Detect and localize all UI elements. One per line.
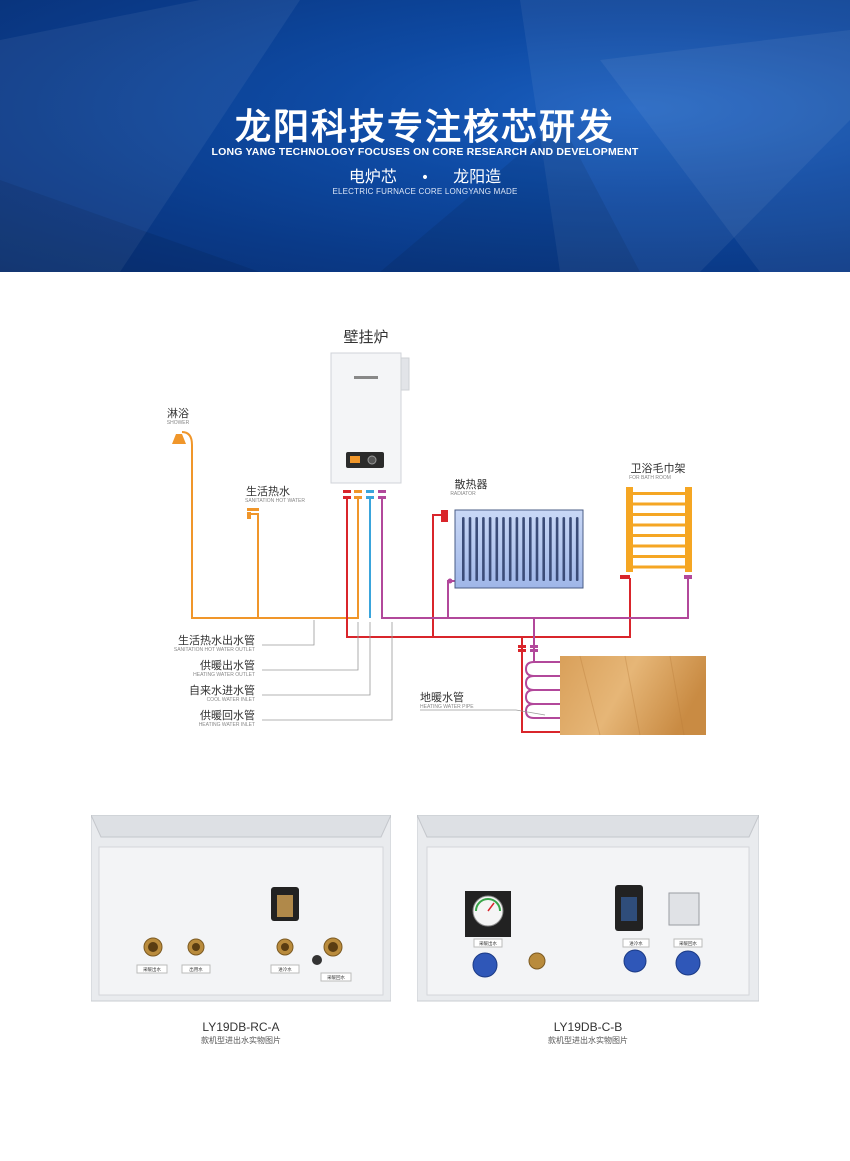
- radiator-fin: [495, 517, 499, 581]
- header-banner: 龙阳科技专注核芯研发 LONG YANG TECHNOLOGY FOCUSES …: [0, 0, 850, 272]
- radiator-fin: [482, 517, 485, 581]
- legend-label-0: 生活热水出水管: [178, 633, 255, 647]
- hot-water-label-en: SANITATION HOT WATER: [245, 498, 305, 504]
- radiator-fin: [535, 517, 539, 581]
- radiator-fin: [575, 517, 579, 581]
- legend-label-3: 供暖回水管: [200, 708, 255, 722]
- towel-rack-rung: [630, 492, 688, 495]
- radiator-fin: [502, 517, 505, 581]
- tag-cold-inlet: 进冷水: [278, 966, 292, 973]
- model-name-right: LY19DB-C-B: [553, 1020, 623, 1034]
- shower-label: 淋浴: [167, 407, 189, 420]
- boiler-label: 壁挂炉: [343, 328, 388, 346]
- shower-head-icon: [172, 431, 193, 446]
- caption-left: LY19DB-RC-A 款机型进出水实物图片: [91, 1020, 391, 1046]
- radiator-fin: [488, 517, 492, 581]
- radiator-icon: [441, 509, 584, 589]
- legend-leader-line: [262, 622, 359, 671]
- pressure-gauge-icon: [465, 891, 511, 937]
- caption-text-left: 款机型进出水实物图片: [201, 1036, 281, 1045]
- floor-heating-label-en: HEATING WATER PIPE: [420, 704, 474, 710]
- radiator-fin: [515, 517, 519, 581]
- radiator-fin: [529, 517, 532, 581]
- radiator-label-en: RADIATOR: [450, 491, 476, 497]
- tag-heating-return: 采暖回水: [327, 974, 345, 981]
- radiator-fin: [555, 517, 559, 581]
- towel-rack-rung: [630, 555, 688, 558]
- radiator-fin: [508, 517, 512, 581]
- legend-leader-line: [262, 620, 315, 646]
- radiator-fin: [475, 517, 478, 581]
- radiator-fin: [462, 517, 465, 581]
- product-photo-left: 采暖出水 出用水 进冷水 采暖回水: [91, 815, 391, 1002]
- boiler-pipe-connectors: [343, 490, 386, 499]
- heating-system-diagram: 壁挂炉 淋浴 SHOWER: [167, 328, 706, 736]
- radiator-fin: [549, 517, 552, 581]
- banner-background-pattern: [0, 0, 850, 272]
- towel-rack-rung: [630, 544, 688, 548]
- towel-rack-rung: [630, 523, 688, 527]
- floor-heating-leader: [420, 709, 546, 716]
- radiator-fin: [569, 517, 572, 581]
- banner-tagline-en: ELECTRIC FURNACE CORE LONGYANG MADE: [332, 187, 518, 196]
- wall-boiler-icon: [330, 352, 410, 484]
- banner-subtitle: LONG YANG TECHNOLOGY FOCUSES ON CORE RES…: [211, 146, 639, 158]
- brass-connector-icon: [143, 937, 343, 965]
- tag-cold-inlet-right: 进冷水: [629, 940, 643, 947]
- floor-heating-connectors: [518, 645, 538, 652]
- caption-text-right: 款机型进出水实物图片: [548, 1036, 628, 1045]
- legend-label-en-1: HEATING WATER OUTLET: [193, 672, 255, 678]
- radiator-fin: [468, 517, 472, 581]
- heating-outlet-pipe: [346, 497, 631, 733]
- legend-label-2: 自来水进水管: [189, 683, 255, 697]
- blue-valve-icon: [472, 949, 701, 978]
- towel-rack-rung: [630, 502, 688, 506]
- towel-rack-label: 卫浴毛巾架: [631, 461, 686, 475]
- tag-heating-outlet: 采暖出水: [143, 966, 161, 973]
- radiator-label: 散热器: [455, 477, 488, 491]
- tag-domestic-water: 出用水: [189, 966, 203, 973]
- tagline-left: 电炉芯: [348, 167, 397, 186]
- legend-leader-line: [262, 622, 371, 696]
- wood-grain: [579, 655, 685, 736]
- banner-tagline: 电炉芯 • 龙阳造: [0, 163, 850, 187]
- wood-floor-image: [560, 656, 706, 735]
- radiator-fin: [542, 517, 545, 581]
- tagline-right: 龙阳造: [453, 167, 502, 186]
- hot-water-label: 生活热水: [246, 484, 290, 498]
- hot-water-pipe: [191, 445, 359, 619]
- tag-heating-return-right: 采暖回水: [679, 940, 697, 947]
- towel-rack-icon: [620, 487, 692, 579]
- towel-rack-rung: [630, 513, 688, 516]
- radiator-fin: [522, 517, 525, 581]
- legend-leader-line: [262, 622, 393, 721]
- floor-heating-label: 地暖水管: [420, 690, 464, 704]
- legend-label-en-2: COOL WATER INLET: [207, 697, 255, 703]
- model-name-left: LY19DB-RC-A: [202, 1020, 280, 1034]
- banner-title: 龙阳科技专注核芯研发: [234, 107, 615, 148]
- shower-label-en: SHOWER: [167, 420, 190, 426]
- caption-right: LY19DB-C-B 款机型进出水实物图片: [417, 1020, 759, 1046]
- radiator-fin: [562, 517, 566, 581]
- faucet-icon: [247, 508, 259, 519]
- legend-label-1: 供暖出水管: [200, 658, 255, 672]
- towel-rack-rung: [630, 565, 688, 569]
- tag-heating-outlet-right: 采暖出水: [479, 940, 497, 947]
- towel-rack-rung: [630, 534, 688, 537]
- tagline-dot: •: [420, 170, 430, 186]
- legend-label-en-3: HEATING WATER INLET: [199, 722, 255, 728]
- towel-rack-label-en: FOR BATH ROOM: [629, 475, 671, 481]
- legend-label-en-0: SANITATION HOT WATER OUTLET: [174, 647, 255, 653]
- product-photo-right: 采暖出水 进冷水 采暖回水: [417, 815, 759, 1002]
